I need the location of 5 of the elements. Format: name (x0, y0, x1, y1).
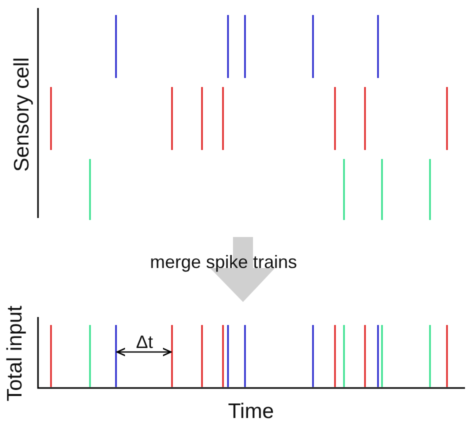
axis-label: Sensory cell (12, 57, 33, 172)
axis-label: Time (228, 401, 274, 422)
axis-label: Total input (4, 306, 26, 402)
arrow-label: merge spike trains (150, 253, 298, 271)
interval-label: Δt (136, 333, 154, 351)
